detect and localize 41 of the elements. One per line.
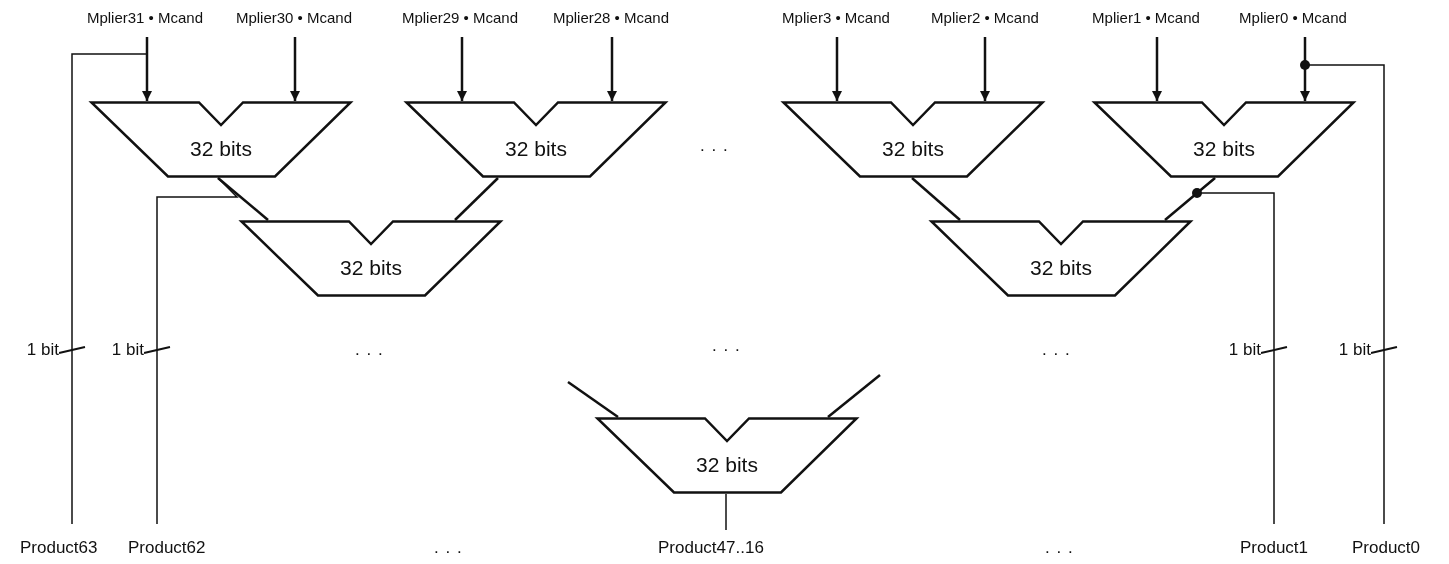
ellipsis-mark: . . .	[434, 538, 463, 558]
connector-line	[156, 177, 239, 525]
output-label: Product0	[1352, 538, 1421, 558]
arrow	[457, 37, 467, 101]
output-label: Product47..16	[658, 538, 764, 558]
ellipsis-mark: . . .	[700, 136, 729, 156]
input-label: Mplier0 • Mcand	[1218, 9, 1368, 27]
input-label: Mplier31 • Mcand	[70, 9, 220, 27]
connector-line	[454, 177, 499, 221]
connector-line	[567, 380, 619, 419]
connector-line	[71, 36, 148, 525]
arrow	[980, 37, 990, 101]
adder-block: 32 bits	[240, 220, 502, 297]
ellipsis-mark: . . .	[712, 336, 741, 356]
connector-line	[217, 177, 269, 221]
output-label: Product1	[1240, 538, 1309, 558]
connector-line	[725, 493, 727, 531]
connector-line	[911, 177, 961, 221]
adder-block: 32 bits	[782, 101, 1044, 178]
input-label: Mplier28 • Mcand	[536, 9, 686, 27]
input-label: Mplier1 • Mcand	[1071, 9, 1221, 27]
arrow	[607, 37, 617, 101]
output-label: Product62	[128, 538, 206, 558]
adder-block: 32 bits	[1093, 101, 1355, 178]
input-label: Mplier3 • Mcand	[761, 9, 911, 27]
ellipsis-mark: . . .	[355, 340, 384, 360]
arrow	[832, 37, 842, 101]
adder-block: 32 bits	[930, 220, 1192, 297]
ellipsis-mark: . . .	[1045, 538, 1074, 558]
input-label: Mplier2 • Mcand	[910, 9, 1060, 27]
adder-block: 32 bits	[405, 101, 667, 178]
output-label: Product63	[20, 538, 98, 558]
adder-block: 32 bits	[90, 101, 352, 178]
arrow	[1152, 37, 1162, 101]
adder-block: 32 bits	[596, 417, 858, 494]
connector-line	[827, 374, 881, 418]
input-label: Mplier30 • Mcand	[219, 9, 369, 27]
connector-line	[1164, 177, 1216, 221]
ellipsis-mark: . . .	[1042, 340, 1071, 360]
arrow	[290, 37, 300, 101]
input-label: Mplier29 • Mcand	[385, 9, 535, 27]
